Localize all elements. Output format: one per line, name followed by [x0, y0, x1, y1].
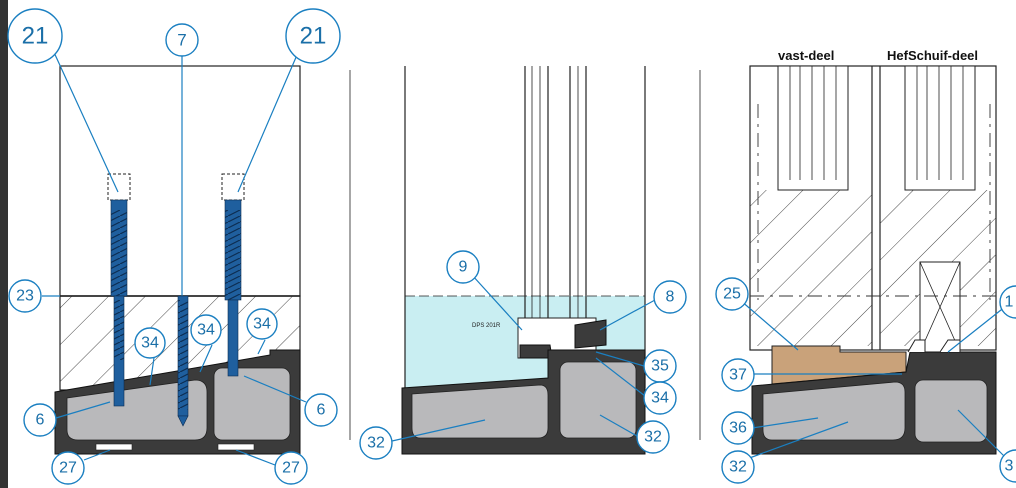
callout-32-right: 32	[636, 420, 670, 454]
callout-8-label: 8	[666, 289, 675, 306]
callout-37: 37	[721, 358, 755, 392]
callout-9-label: 9	[459, 259, 468, 276]
callout-21-right-label: 21	[300, 23, 327, 50]
callout-25: 25	[715, 277, 749, 311]
callout-27-left: 27	[51, 451, 85, 485]
callout-34-c: 34	[246, 308, 278, 340]
callout-35: 35	[643, 349, 677, 383]
left-edge-strip	[0, 0, 8, 488]
callout-36: 36	[721, 411, 755, 445]
callout-27-right-label: 27	[282, 460, 300, 477]
callout-6-right-label: 6	[317, 402, 326, 419]
callout-34-a: 34	[134, 327, 166, 359]
callout-6-left: 6	[23, 403, 57, 437]
callout-36-label: 36	[729, 420, 747, 437]
callout-34-b-label: 34	[197, 322, 215, 339]
callout-7: 7	[165, 23, 199, 57]
screw-left	[107, 173, 131, 407]
callout-21-right: 21	[285, 8, 341, 64]
callout-3: 3	[999, 449, 1016, 483]
leader-lines	[42, 47, 1007, 466]
callout-9: 9	[446, 250, 480, 284]
screw-right	[221, 173, 245, 377]
glazing-label: DPS 201R	[472, 323, 501, 329]
callout-34-panel2: 34	[643, 381, 677, 415]
callout-34-c-label: 34	[253, 316, 271, 333]
callout-23: 23	[8, 279, 42, 313]
callout-37-label: 37	[729, 367, 747, 384]
panel-glazing-section: DPS 201R	[401, 66, 701, 455]
callout-25-label: 25	[723, 286, 741, 303]
callout-34-panel2-label: 34	[651, 390, 669, 407]
callout-6-right: 6	[304, 393, 338, 427]
callout-32-left: 32	[359, 426, 393, 460]
callout-3-label: 3	[1005, 458, 1014, 475]
callout-35-label: 35	[651, 358, 669, 375]
screw-center	[177, 56, 189, 427]
callout-21-left-label: 21	[22, 23, 49, 50]
callout-8: 8	[653, 280, 687, 314]
callout-27-right: 27	[274, 451, 308, 485]
callout-32-panel3: 32	[721, 450, 755, 484]
callout-7-label: 7	[177, 31, 186, 50]
panel-screw-section	[54, 56, 351, 455]
callout-32-panel3-label: 32	[729, 459, 747, 476]
panel-lift-slide-section: vast-deel HefSchuif-deel	[749, 48, 997, 455]
callout-23-label: 23	[16, 288, 34, 305]
callout-27-left-label: 27	[59, 460, 77, 477]
callout-32-right-label: 32	[644, 429, 662, 446]
header-fixed-part: vast-deel	[778, 48, 834, 63]
callout-1: 1	[999, 285, 1016, 319]
callout-6-left-label: 6	[36, 412, 45, 429]
callout-34-a-label: 34	[141, 335, 159, 352]
callout-21-left: 21	[7, 8, 63, 64]
callout-1-label: 1	[1005, 294, 1014, 311]
callout-34-b: 34	[190, 314, 222, 346]
callout-32-left-label: 32	[367, 435, 385, 452]
header-sliding-part: HefSchuif-deel	[887, 48, 978, 63]
